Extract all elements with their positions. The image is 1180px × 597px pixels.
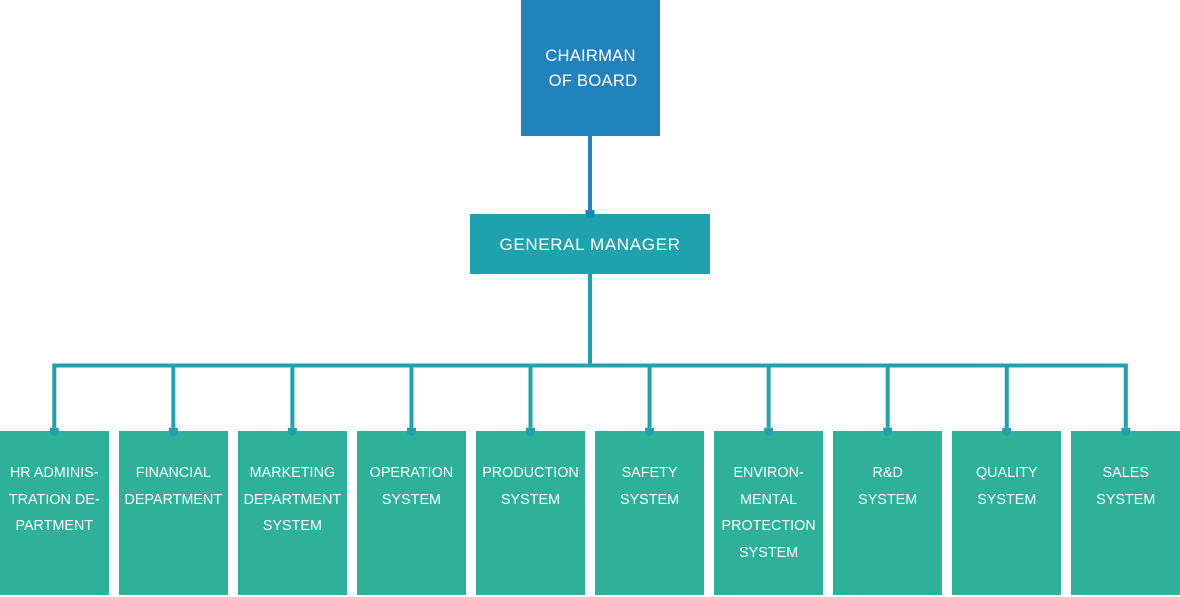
node-department-operation-system[interactable]: OPERATION SYSTEM bbox=[357, 431, 466, 595]
department-label-line: SAFETY bbox=[621, 465, 678, 481]
node-department-marketing-department-system[interactable]: MARKETING DEPARTMENT SYSTEM bbox=[238, 431, 347, 595]
department-label-line: ENVIRON- bbox=[733, 465, 804, 481]
department-label-line: MENTAL bbox=[740, 491, 798, 508]
department-label-line: PARTMENT bbox=[15, 518, 94, 534]
department-label-line: DEPARTMENT bbox=[124, 491, 223, 508]
department-label-line: FINANCIAL bbox=[135, 465, 211, 481]
node-chairman-of-board[interactable]: CHAIRMAN OF BOARD bbox=[521, 0, 660, 136]
department-label-line: QUALITY bbox=[975, 465, 1038, 481]
department-label-line: HR ADMINIS- bbox=[9, 465, 99, 481]
department-label-line: SALES bbox=[1102, 465, 1149, 481]
node-department-hr-administration-department[interactable]: HR ADMINIS- TRATION DE- PARTMENT bbox=[0, 431, 109, 595]
department-label-line: OPERATION bbox=[369, 465, 454, 481]
node-department-quality-system[interactable]: QUALITY SYSTEM bbox=[952, 431, 1062, 595]
node-general-manager[interactable]: GENERAL MANAGER bbox=[470, 214, 710, 274]
department-label-line: PRODUCTION bbox=[482, 465, 579, 481]
node-department-safety-system[interactable]: SAFETY SYSTEM bbox=[595, 431, 704, 595]
department-label-line: TRATION DE- bbox=[8, 491, 100, 508]
node-department-randd-system[interactable]: R&D SYSTEM bbox=[833, 431, 942, 595]
department-label-line: SYSTEM bbox=[977, 491, 1037, 508]
department-label-line: SYSTEM bbox=[500, 491, 561, 508]
department-label-line: SYSTEM bbox=[858, 491, 918, 508]
general-manager-label-line: GENERAL MANAGER bbox=[499, 234, 681, 254]
department-label-line: SYSTEM bbox=[381, 491, 441, 508]
chairman-label-line: CHAIRMAN bbox=[545, 46, 636, 65]
node-department-environmental-protection-system[interactable]: ENVIRON- MENTAL PROTECTION SYSTEM bbox=[714, 431, 823, 595]
node-department-financial-department[interactable]: FINANCIAL DEPARTMENT bbox=[119, 431, 228, 595]
department-label-line: SYSTEM bbox=[262, 518, 322, 534]
department-label-line: SYSTEM bbox=[739, 544, 799, 561]
department-label-line: SYSTEM bbox=[620, 491, 680, 508]
node-department-production-system[interactable]: PRODUCTION SYSTEM bbox=[476, 431, 585, 595]
department-label-line: SYSTEM bbox=[1096, 491, 1156, 508]
chairman-label-line: OF BOARD bbox=[548, 71, 638, 90]
node-department-sales-system[interactable]: SALES SYSTEM bbox=[1071, 431, 1180, 595]
department-label-line: PROTECTION bbox=[721, 518, 816, 534]
department-label-line: MARKETING bbox=[249, 465, 336, 481]
department-label-line: R&D bbox=[872, 465, 903, 481]
department-label-line: DEPARTMENT bbox=[243, 491, 342, 508]
